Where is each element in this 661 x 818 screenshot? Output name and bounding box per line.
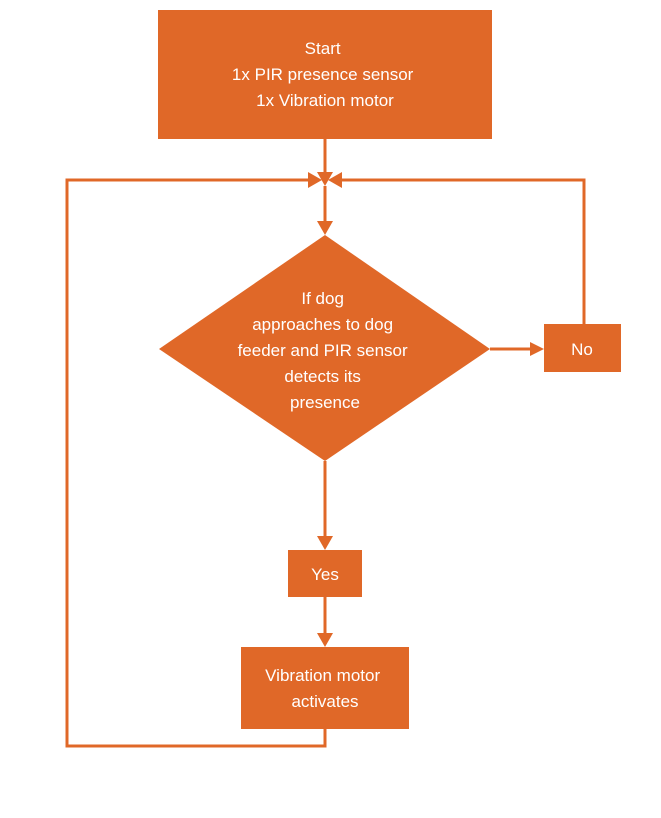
start-box	[158, 10, 492, 139]
connector-no-loop-back	[342, 178, 586, 324]
svg-text:Vibration motor activate: Vibration motor activates	[265, 666, 385, 711]
start-line-2: 1x PIR presence sensor	[232, 65, 414, 84]
decision-line-5: presence	[290, 393, 360, 412]
yes-box	[288, 550, 362, 597]
decision-line-3: feeder and PIR sensor	[238, 341, 408, 360]
svg-text:If dog approaches to dog: If dog approaches to dog feeder and PIR …	[238, 289, 413, 412]
start-node: Start 1x PIR presence sensor 1x Vibratio…	[158, 10, 492, 139]
decision-diamond	[159, 235, 490, 461]
action-line-1: Vibration motor	[265, 666, 380, 685]
start-line-1: Start	[305, 39, 341, 58]
start-line-3: 1x Vibration motor	[256, 91, 394, 110]
action-box	[241, 647, 409, 729]
action-line-2: activates	[291, 692, 358, 711]
arrowhead-into-action	[317, 633, 333, 647]
arrowheads	[308, 172, 544, 647]
decision-line-4: detects its	[284, 367, 361, 386]
arrowhead-into-merge-from-left	[308, 172, 322, 188]
svg-text:Start 1x PIR presence se: Start 1x PIR presence sensor 1x Vibratio…	[232, 39, 418, 110]
decision-node: If dog approaches to dog feeder and PIR …	[159, 235, 490, 461]
yes-node: Yes	[288, 550, 362, 597]
arrowhead-into-merge-from-start	[317, 172, 333, 186]
connector-action-loop-back	[65, 178, 327, 748]
action-node: Vibration motor activates	[241, 647, 409, 729]
arrowhead-into-yes	[317, 536, 333, 550]
no-node: No	[544, 324, 621, 372]
decision-line-1: If dog	[301, 289, 344, 308]
no-label: No	[571, 340, 593, 359]
no-box	[544, 324, 621, 372]
yes-label: Yes	[311, 565, 339, 584]
arrowhead-into-decision	[317, 221, 333, 235]
connectors	[65, 139, 586, 748]
arrowhead-into-no	[530, 342, 544, 356]
decision-line-2: approaches to dog	[252, 315, 393, 334]
arrowhead-into-merge-from-right	[328, 172, 342, 188]
